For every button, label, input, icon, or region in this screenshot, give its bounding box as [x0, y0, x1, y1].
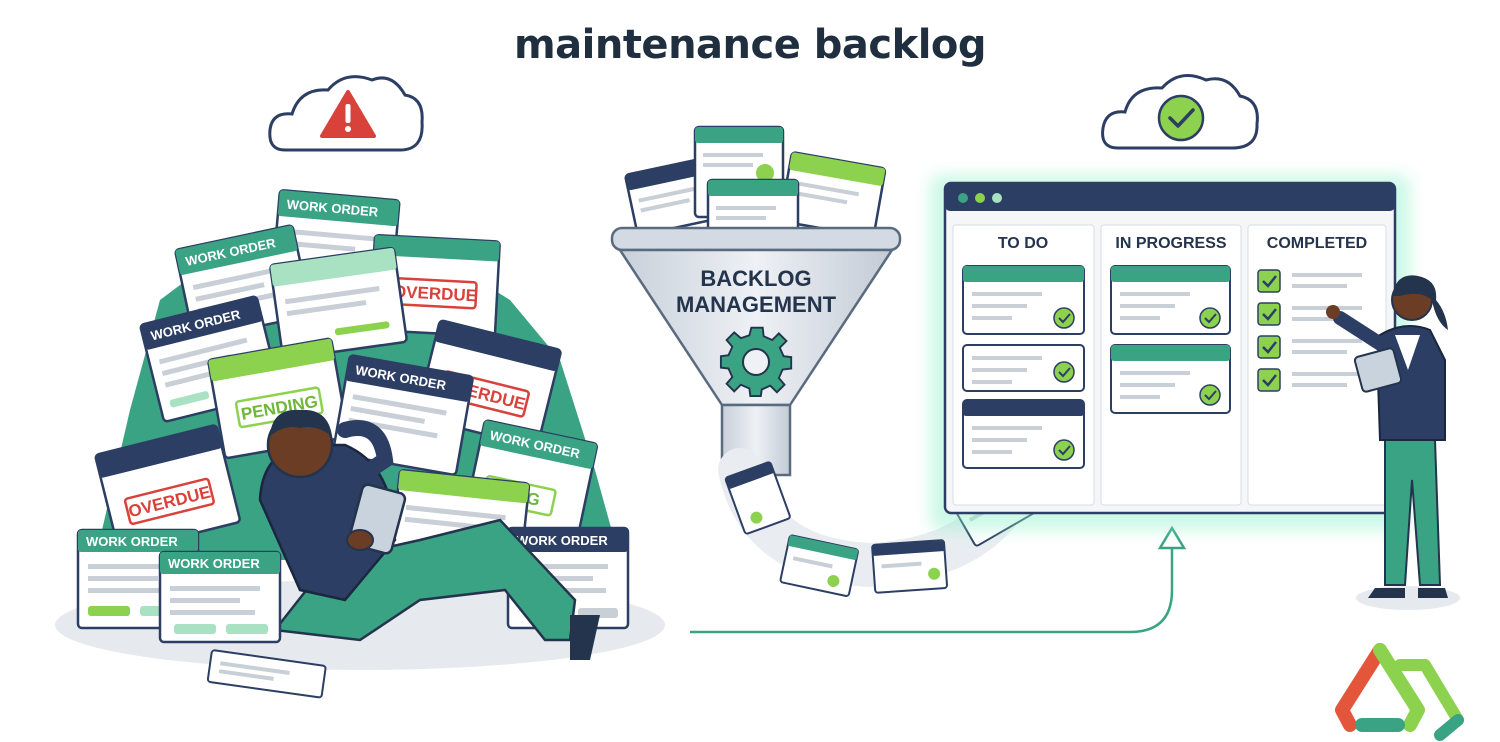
work-order-card: WORK ORDER: [332, 354, 474, 476]
kanban-column-in-progress: IN PROGRESS: [1100, 224, 1242, 506]
backlog-funnel: BACKLOG MANAGEMENT: [610, 125, 1187, 634]
checklist: [1257, 269, 1362, 392]
kanban-board: TO DO: [930, 175, 1410, 530]
alert-cloud: [268, 75, 424, 152]
work-order-label: WORK ORDER: [168, 556, 260, 571]
dropped-paper: [206, 649, 327, 699]
column-title-todo: TO DO: [998, 235, 1048, 252]
backlog-pile: WORK ORDER WORK ORDER OVERDUE WORK ORDER: [55, 75, 665, 699]
overdue-card: OVERDUE: [94, 424, 241, 553]
work-order-label: WORK ORDER: [86, 534, 178, 549]
kanban-column-todo: TO DO: [952, 224, 1095, 506]
kanban-card: [1110, 265, 1231, 335]
kanban-column-completed: COMPLETED: [1247, 224, 1387, 506]
funnel-label-line1: BACKLOG: [700, 266, 811, 291]
overdue-label: OVERDUE: [393, 282, 478, 305]
kanban-card: [962, 265, 1085, 335]
pending-card: [269, 246, 408, 360]
column-title-in-progress: IN PROGRESS: [1115, 235, 1226, 252]
success-cloud: [1101, 74, 1259, 150]
work-order-card: WORK ORDER: [158, 550, 282, 644]
kanban-card: [1110, 344, 1231, 414]
gear-icon: [719, 326, 793, 398]
kanban-card: [962, 344, 1085, 392]
brand-logo: [1335, 643, 1464, 741]
page-title: maintenance backlog: [513, 22, 987, 68]
kanban-card: [962, 399, 1085, 469]
warning-triangle-icon: [320, 90, 376, 138]
work-order-label: WORK ORDER: [516, 533, 608, 548]
check-circle-icon: [1157, 94, 1205, 142]
funnel-label-line2: MANAGEMENT: [676, 292, 837, 317]
stressed-technician: [258, 409, 600, 660]
column-title-completed: COMPLETED: [1267, 235, 1367, 252]
presenter: [1326, 275, 1460, 610]
